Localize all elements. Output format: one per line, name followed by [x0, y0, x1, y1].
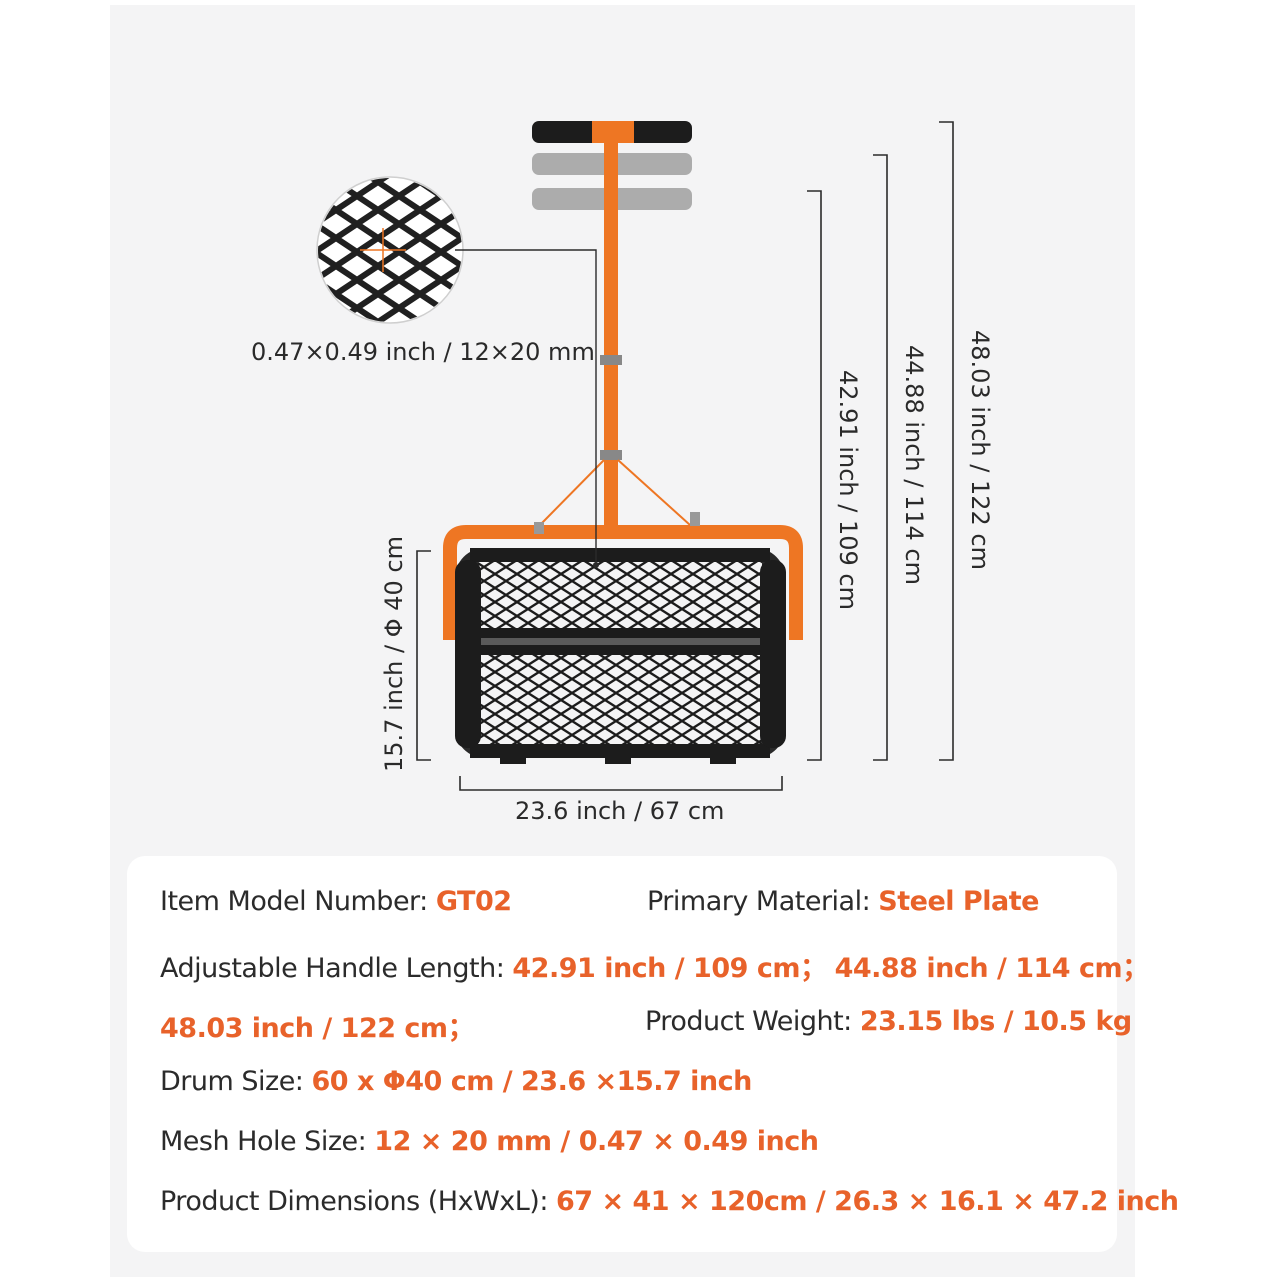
material-spec: Primary Material: Steel Plate — [647, 886, 1039, 917]
weight-spec: Product Weight: 23.15 lbs / 10.5 kg — [645, 1006, 1132, 1037]
handle-length-spec: Adjustable Handle Length: 42.91 inch / 1… — [160, 953, 1149, 984]
drum-diameter-dimension: 15.7 inch / Φ 40 cm — [380, 536, 408, 772]
product-dimensions-spec: Product Dimensions (HxWxL): 67 × 41 × 12… — [160, 1186, 1179, 1217]
handle-height-1-dimension: 42.91 inch / 109 cm — [834, 370, 862, 610]
handle-grip-top — [532, 121, 692, 143]
mesh-detail-callout — [316, 176, 599, 568]
specifications-card — [127, 856, 1117, 1252]
mesh-size-spec: Mesh Hole Size: 12 × 20 mm / 0.47 × 0.49… — [160, 1126, 819, 1157]
roller-frame — [443, 525, 803, 640]
mesh-drum — [455, 548, 786, 764]
handle-length-spec-continued: 48.03 inch / 122 cm； — [160, 1013, 475, 1044]
model-number-spec: Item Model Number: GT02 — [160, 886, 512, 917]
drum-width-dimension: 23.6 inch / 67 cm — [515, 797, 725, 825]
handle-height-3-dimension: 48.03 inch / 122 cm — [966, 330, 994, 570]
drum-size-spec: Drum Size: 60 x Φ40 cm / 23.6 ×15.7 inch — [160, 1066, 752, 1097]
handle-shaft — [604, 130, 618, 530]
product-diagram — [316, 121, 954, 791]
handle-height-2-dimension: 44.88 inch / 114 cm — [900, 345, 928, 585]
dimension-brackets — [416, 121, 954, 791]
mesh-hole-dimension: 0.47×0.49 inch / 12×20 mm — [251, 338, 595, 366]
